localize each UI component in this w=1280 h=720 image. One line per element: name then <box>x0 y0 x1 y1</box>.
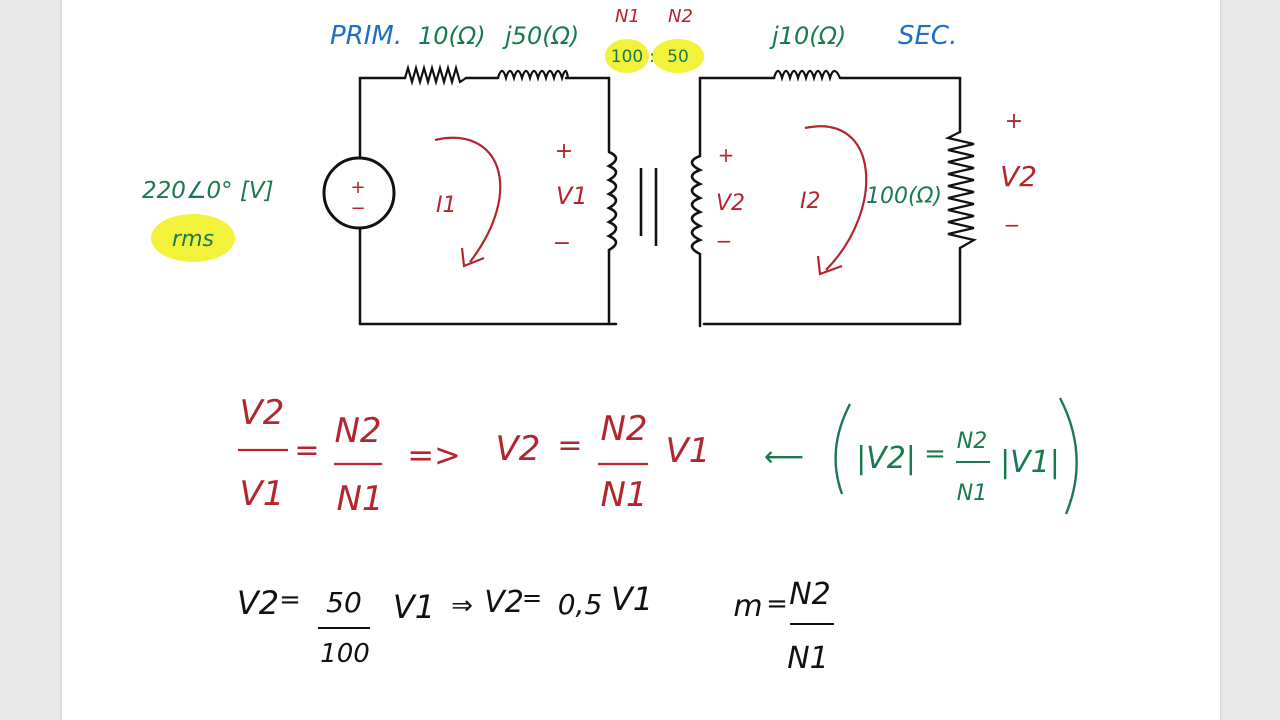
label-v2-minus: − <box>716 229 733 253</box>
eq2-equals: = <box>924 439 946 469</box>
eq3-v1-rhs: V1 <box>611 580 653 618</box>
eq3-equals-1: = <box>279 585 301 615</box>
eq2-arrow: ⟵ <box>764 440 804 473</box>
whiteboard-page <box>62 0 1220 720</box>
label-primary-resistance: 10(Ω) <box>418 22 486 50</box>
transformer-primary-winding <box>606 150 618 252</box>
label-v2: V2 <box>716 191 745 216</box>
eq3-n2-num: N2 <box>789 577 831 612</box>
label-v2-plus: + <box>718 143 735 167</box>
label-n2-turns: 50 <box>667 47 689 67</box>
label-v1-minus: − <box>553 231 571 256</box>
eq1-v2-rhs: V2 <box>496 429 541 469</box>
eq3-den-100: 100 <box>320 639 370 669</box>
label-secondary: SEC. <box>898 21 957 51</box>
label-n2: N2 <box>668 6 693 27</box>
highlight-rms <box>151 214 235 262</box>
eq3-n1-den: N1 <box>787 641 829 676</box>
load-resistor <box>944 131 977 249</box>
eq3-m: m <box>733 589 762 624</box>
primary-resistor <box>403 63 467 87</box>
voltage-source: + − <box>322 156 396 230</box>
current-arrowhead-i2 <box>816 255 843 276</box>
label-current-i2: I2 <box>800 189 821 214</box>
source-minus-sign: − <box>350 198 365 219</box>
label-n1: N1 <box>615 6 640 27</box>
equation-magnitude-ratio: ⟵ |V2| = N2 N1 |V1| <box>764 397 1078 515</box>
eq1-equals-2: = <box>557 428 582 463</box>
label-v1: V1 <box>556 182 588 210</box>
eq1-n1-den: N1 <box>336 479 383 519</box>
label-secondary-reactance: j10(Ω) <box>769 22 846 50</box>
primary-wires <box>358 76 618 326</box>
label-v1-plus: + <box>555 139 573 164</box>
eq1-implies: => <box>407 436 461 474</box>
eq2-abs-v1: |V1| <box>1000 445 1060 480</box>
eq3-v2-rhs: V2 <box>484 585 524 620</box>
eq1-v1-den: V1 <box>240 474 285 514</box>
eq1-n1-den-rhs: N1 <box>600 475 647 515</box>
eq3-v2: V2 <box>237 584 279 622</box>
eq1-v2-num: V2 <box>240 393 285 433</box>
source-plus-sign: + <box>350 177 365 198</box>
eq2-abs-v2: |V2| <box>856 441 916 476</box>
equation-numeric: V2 = 50 100 V1 ⇒ V2 = 0,5 V1 m = N2 N1 <box>237 577 834 676</box>
eq1-v1-rhs: V1 <box>666 431 711 471</box>
eq2-n2-num: N2 <box>957 429 987 454</box>
secondary-wires <box>698 76 962 328</box>
label-rms: rms <box>172 227 214 252</box>
label-load-resistance: 100(Ω) <box>866 184 942 209</box>
eq1-n2-num-rhs: N2 <box>600 409 647 449</box>
eq3-num-50: 50 <box>326 586 362 619</box>
label-primary-reactance: j50(Ω) <box>502 22 579 50</box>
transformer-secondary-winding <box>690 154 704 256</box>
eq3-v1: V1 <box>393 588 435 626</box>
label-n1-turns: 100 <box>611 47 643 67</box>
label-source-value: 220∠0° [V] <box>142 178 274 204</box>
eq3-implies: ⇒ <box>451 591 473 621</box>
secondary-inductor-j10 <box>772 69 842 83</box>
label-load-v2-plus: + <box>1005 109 1023 134</box>
current-arrowhead-i1 <box>460 247 485 268</box>
eq1-equals-1: = <box>294 433 319 468</box>
highlight-n2 <box>652 39 704 73</box>
label-load-v2: V2 <box>1000 160 1037 193</box>
label-ratio-separator: : <box>649 47 655 67</box>
label-load-v2-minus: − <box>1004 213 1021 237</box>
label-current-i1: I1 <box>436 193 457 218</box>
eq2-n1-den: N1 <box>957 481 987 506</box>
eq2-paren-right <box>1058 397 1078 515</box>
highlight-n1 <box>605 39 649 73</box>
primary-inductor-j50 <box>496 69 570 83</box>
current-loop-arrow-i2 <box>804 125 868 271</box>
current-loop-arrow-i1 <box>434 136 502 263</box>
eq2-paren-left <box>834 403 852 495</box>
eq3-equals-2: = <box>522 584 542 612</box>
eq1-n2-num: N2 <box>334 411 381 451</box>
eq3-half: 0,5 <box>558 588 603 621</box>
equation-voltage-ratio: V2 V1 = N2 N1 => V2 = N2 N1 V1 <box>238 393 710 519</box>
eq3-equals-3: = <box>766 589 788 619</box>
label-primary: PRIM. <box>330 21 402 51</box>
